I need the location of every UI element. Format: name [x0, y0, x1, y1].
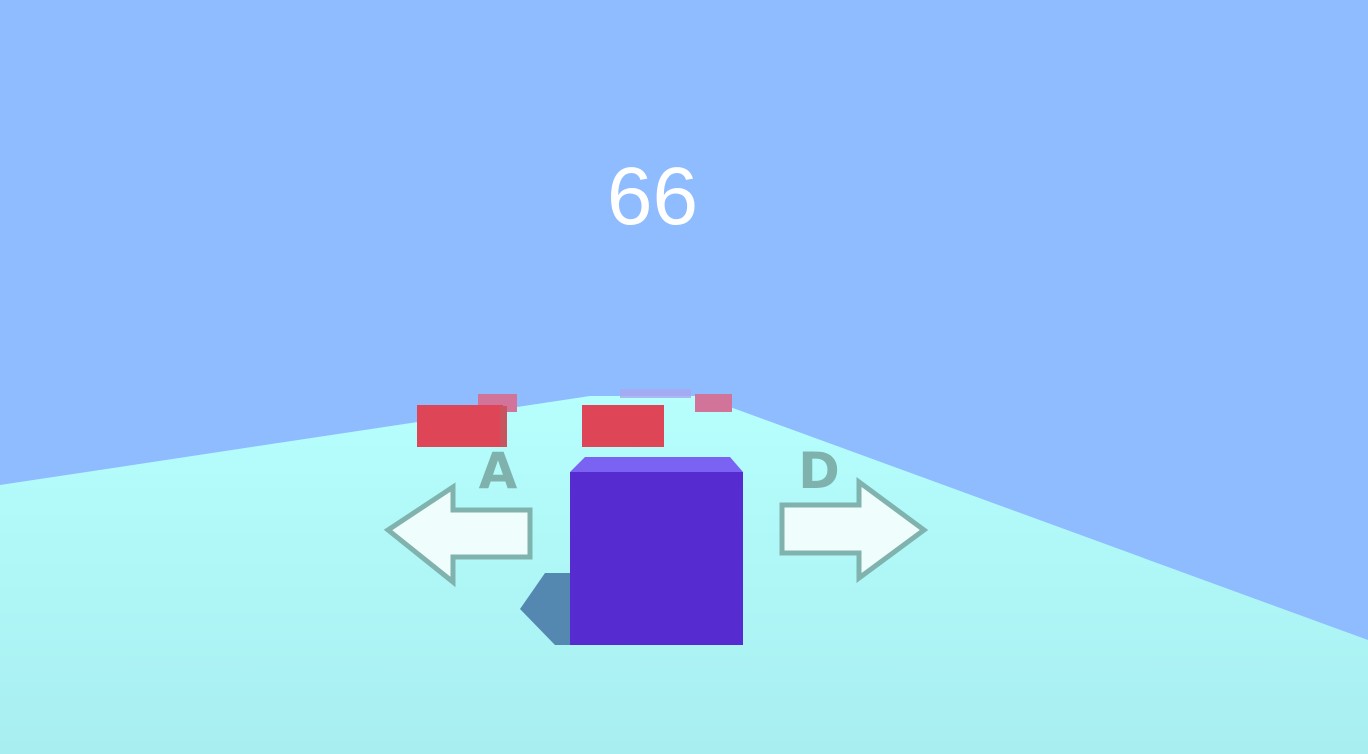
player-cube: [570, 472, 743, 645]
player-cube-top: [570, 457, 743, 472]
arrow-right-icon[interactable]: [779, 477, 929, 583]
score-counter: 66: [606, 151, 699, 242]
distant-obstacle: [620, 389, 691, 398]
obstacle-block: [582, 405, 664, 447]
key-a-label: A: [479, 442, 518, 500]
player-shadow: [520, 573, 570, 645]
distant-obstacle: [695, 394, 732, 412]
key-d-label: D: [798, 442, 840, 500]
obstacle-block: [417, 405, 503, 447]
arrow-left-icon[interactable]: [383, 482, 533, 588]
obstacle-block-side: [500, 406, 507, 447]
